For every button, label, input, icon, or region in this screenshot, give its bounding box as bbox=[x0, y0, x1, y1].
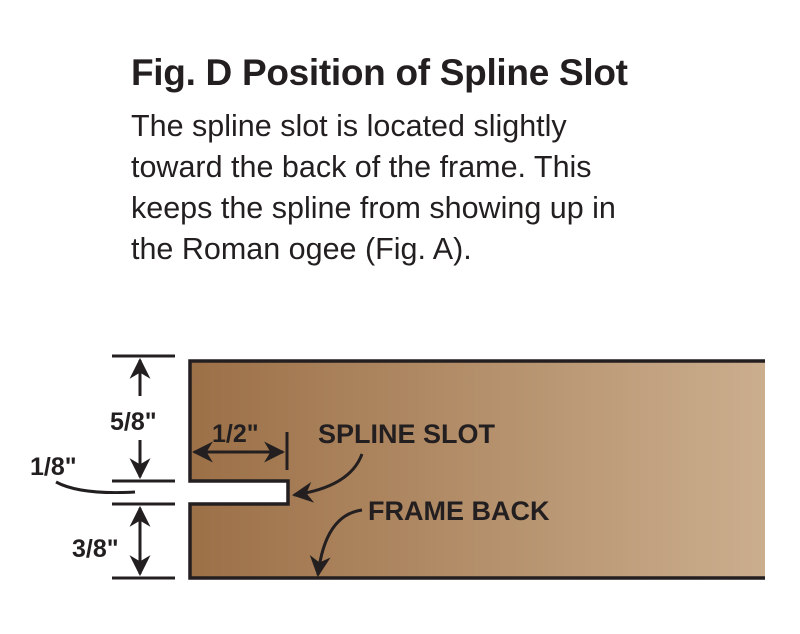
description-line: The spline slot is located slightly bbox=[131, 109, 567, 143]
description-line: keeps the spline from showing up in bbox=[131, 191, 616, 225]
figure-description: The spline slot is located slightly towa… bbox=[131, 106, 771, 270]
dim-slot-width: 1/8" bbox=[30, 453, 77, 481]
figure-title: Fig. D Position of Spline Slot bbox=[131, 52, 628, 93]
dim-slot-depth: 1/2" bbox=[212, 420, 259, 448]
dim-bottom: 3/8" bbox=[72, 535, 119, 563]
dimension-arrows bbox=[55, 357, 364, 578]
frame-board bbox=[188, 359, 765, 580]
description-line: toward the back of the frame. This bbox=[131, 150, 592, 184]
extension-lines bbox=[112, 354, 289, 580]
description-line: the Roman ogee (Fig. A). bbox=[131, 232, 472, 266]
label-frame-back: FRAME BACK bbox=[368, 496, 550, 526]
label-spline-slot: SPLINE SLOT bbox=[318, 419, 496, 449]
dim-top: 5/8" bbox=[110, 408, 157, 436]
